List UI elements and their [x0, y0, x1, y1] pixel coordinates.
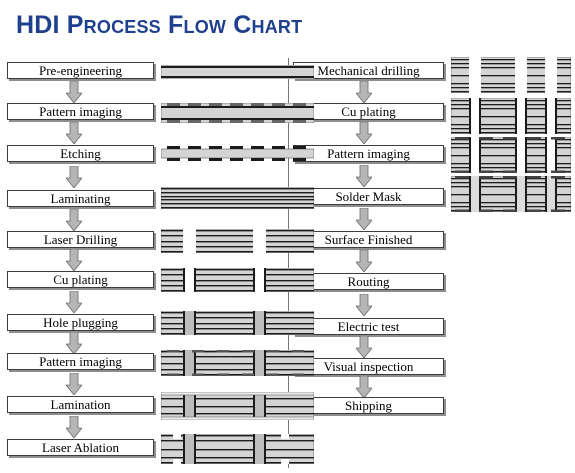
xsec-cu-plating-2	[451, 98, 571, 134]
left-step-6: Cu plating	[7, 271, 154, 288]
right-step-3: Pattern imaging	[293, 145, 444, 162]
left-arrow-4	[66, 208, 82, 231]
right-arrow-5	[356, 250, 372, 272]
column-divider	[288, 58, 289, 468]
xsec-pre-engineering	[161, 65, 314, 79]
right-arrow-8	[356, 375, 372, 398]
right-step-1: Mechanical drilling	[293, 62, 444, 79]
xsec-laser-ablation	[161, 434, 314, 464]
right-arrow-4	[356, 207, 372, 230]
xsec-laser-drilling	[161, 229, 314, 253]
xsec-solder-mask	[451, 176, 571, 212]
left-arrow-5	[66, 249, 82, 271]
right-arrow-3	[356, 164, 372, 187]
right-step-6: Routing	[293, 273, 444, 290]
right-step-4: Solder Mask	[293, 188, 444, 205]
left-step-7: Hole plugging	[7, 314, 154, 331]
xsec-pattern-imaging-3	[451, 137, 571, 173]
xsec-lamination	[161, 392, 314, 420]
right-step-7: Electric test	[293, 318, 444, 335]
left-step-2: Pattern imaging	[7, 103, 154, 120]
left-step-10: Laser Ablation	[7, 439, 154, 456]
xsec-pattern-imaging-1	[161, 103, 314, 123]
left-arrow-2	[66, 122, 82, 144]
page-title: HDI Process Flow Chart	[16, 11, 303, 39]
right-step-9: Shipping	[293, 397, 444, 414]
left-step-4: Laminating	[7, 190, 154, 207]
right-step-2: Cu plating	[293, 103, 444, 120]
xsec-hole-plugging	[161, 311, 314, 335]
left-arrow-6	[66, 290, 82, 313]
left-arrow-8	[66, 372, 82, 395]
left-arrow-7	[66, 331, 82, 354]
left-step-9: Lamination	[7, 396, 154, 413]
left-step-3: Etching	[7, 145, 154, 162]
xsec-pattern-imaging-2	[161, 350, 314, 376]
right-arrow-1	[356, 80, 372, 103]
right-arrow-7	[356, 336, 372, 358]
left-arrow-3	[66, 165, 82, 188]
left-step-8: Pattern imaging	[7, 353, 154, 370]
right-step-8: Visual inspection	[293, 358, 444, 375]
left-arrow-9	[66, 415, 82, 438]
left-step-1: Pre-engineering	[7, 62, 154, 79]
left-arrow-1	[66, 80, 82, 103]
left-step-5: Laser Drilling	[7, 231, 154, 248]
xsec-cu-plating-1	[161, 268, 314, 292]
xsec-etching	[161, 146, 314, 161]
right-arrow-6	[356, 293, 372, 316]
right-arrow-2	[356, 122, 372, 144]
xsec-laminating	[161, 187, 314, 209]
right-step-5: Surface Finished	[293, 231, 444, 248]
xsec-mechanical-drilling	[451, 57, 571, 93]
